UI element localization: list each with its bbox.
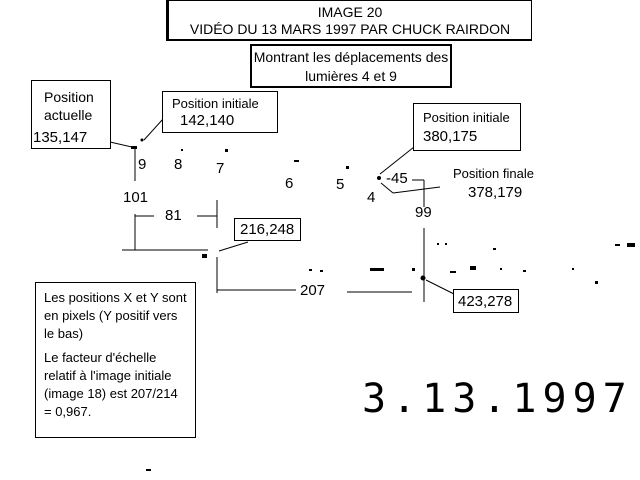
final-position-4-label: Position finale: [453, 166, 534, 181]
initial-position-4-value: 380,175: [423, 128, 478, 145]
point-9-box: 216,248: [234, 218, 301, 241]
light-9-dot: [131, 146, 137, 149]
notes-box: Les positions X et Y sont en pixels (Y p…: [35, 282, 196, 438]
light-4-dot: [377, 176, 381, 180]
light-label-5: 5: [336, 176, 345, 193]
subtitle-box: Montrant les déplacements des lumières 4…: [250, 44, 452, 88]
light-label-6: 6: [285, 175, 294, 192]
subtitle-line-1: Montrant les déplacements des: [253, 49, 449, 65]
initial-position-4-label: Position initiale: [423, 110, 510, 125]
final-position-4-value: 378,179: [468, 184, 523, 201]
title-box: IMAGE 20 VIDÉO DU 13 MARS 1997 PAR CHUCK…: [166, 0, 532, 41]
subtitle-line-2: lumières 4 et 9: [305, 68, 397, 84]
light-label-8: 8: [174, 156, 183, 173]
title-line-2: VIDÉO DU 13 MARS 1997 PAR CHUCK RAIRDON: [189, 21, 511, 37]
measure-dx-4: -45: [386, 170, 408, 187]
point-4-value: 423,278: [458, 293, 513, 310]
current-position-value: 135,147: [33, 129, 88, 146]
light-dots: [131, 138, 635, 471]
initial-position-9-value: 142,140: [180, 112, 235, 129]
point-4-box: 423,278: [453, 289, 519, 313]
current-position-box: Position actuelle 135,147: [31, 80, 111, 149]
initial-position-4-box: Position initiale 380,175: [413, 103, 521, 151]
point-9-value: 216,248: [240, 221, 295, 238]
notes-paragraph-2: Le facteur d'échelle relatif à l'image i…: [44, 350, 178, 419]
date-stamp: 3.13.1997: [362, 376, 633, 422]
current-position-label-2: actuelle: [44, 107, 93, 123]
light-label-4: 4: [367, 189, 376, 206]
initial-position-9-box: Position initiale 142,140: [162, 91, 278, 133]
light-label-9: 9: [138, 156, 147, 173]
current-position-label-1: Position: [44, 89, 94, 105]
initial-position-9-label: Position initiale: [172, 96, 259, 111]
measure-vertical-4: 99: [415, 204, 432, 221]
light-9-initial-dot: [140, 138, 144, 142]
measure-vertical-9: 101: [123, 189, 149, 206]
notes-paragraph-1: Les positions X et Y sont en pixels (Y p…: [44, 290, 187, 341]
light-label-7: 7: [216, 160, 225, 177]
measure-horizontal-4: 207: [300, 282, 326, 299]
title-line-1: IMAGE 20: [317, 4, 383, 20]
measure-horizontal-9: 81: [165, 207, 182, 224]
